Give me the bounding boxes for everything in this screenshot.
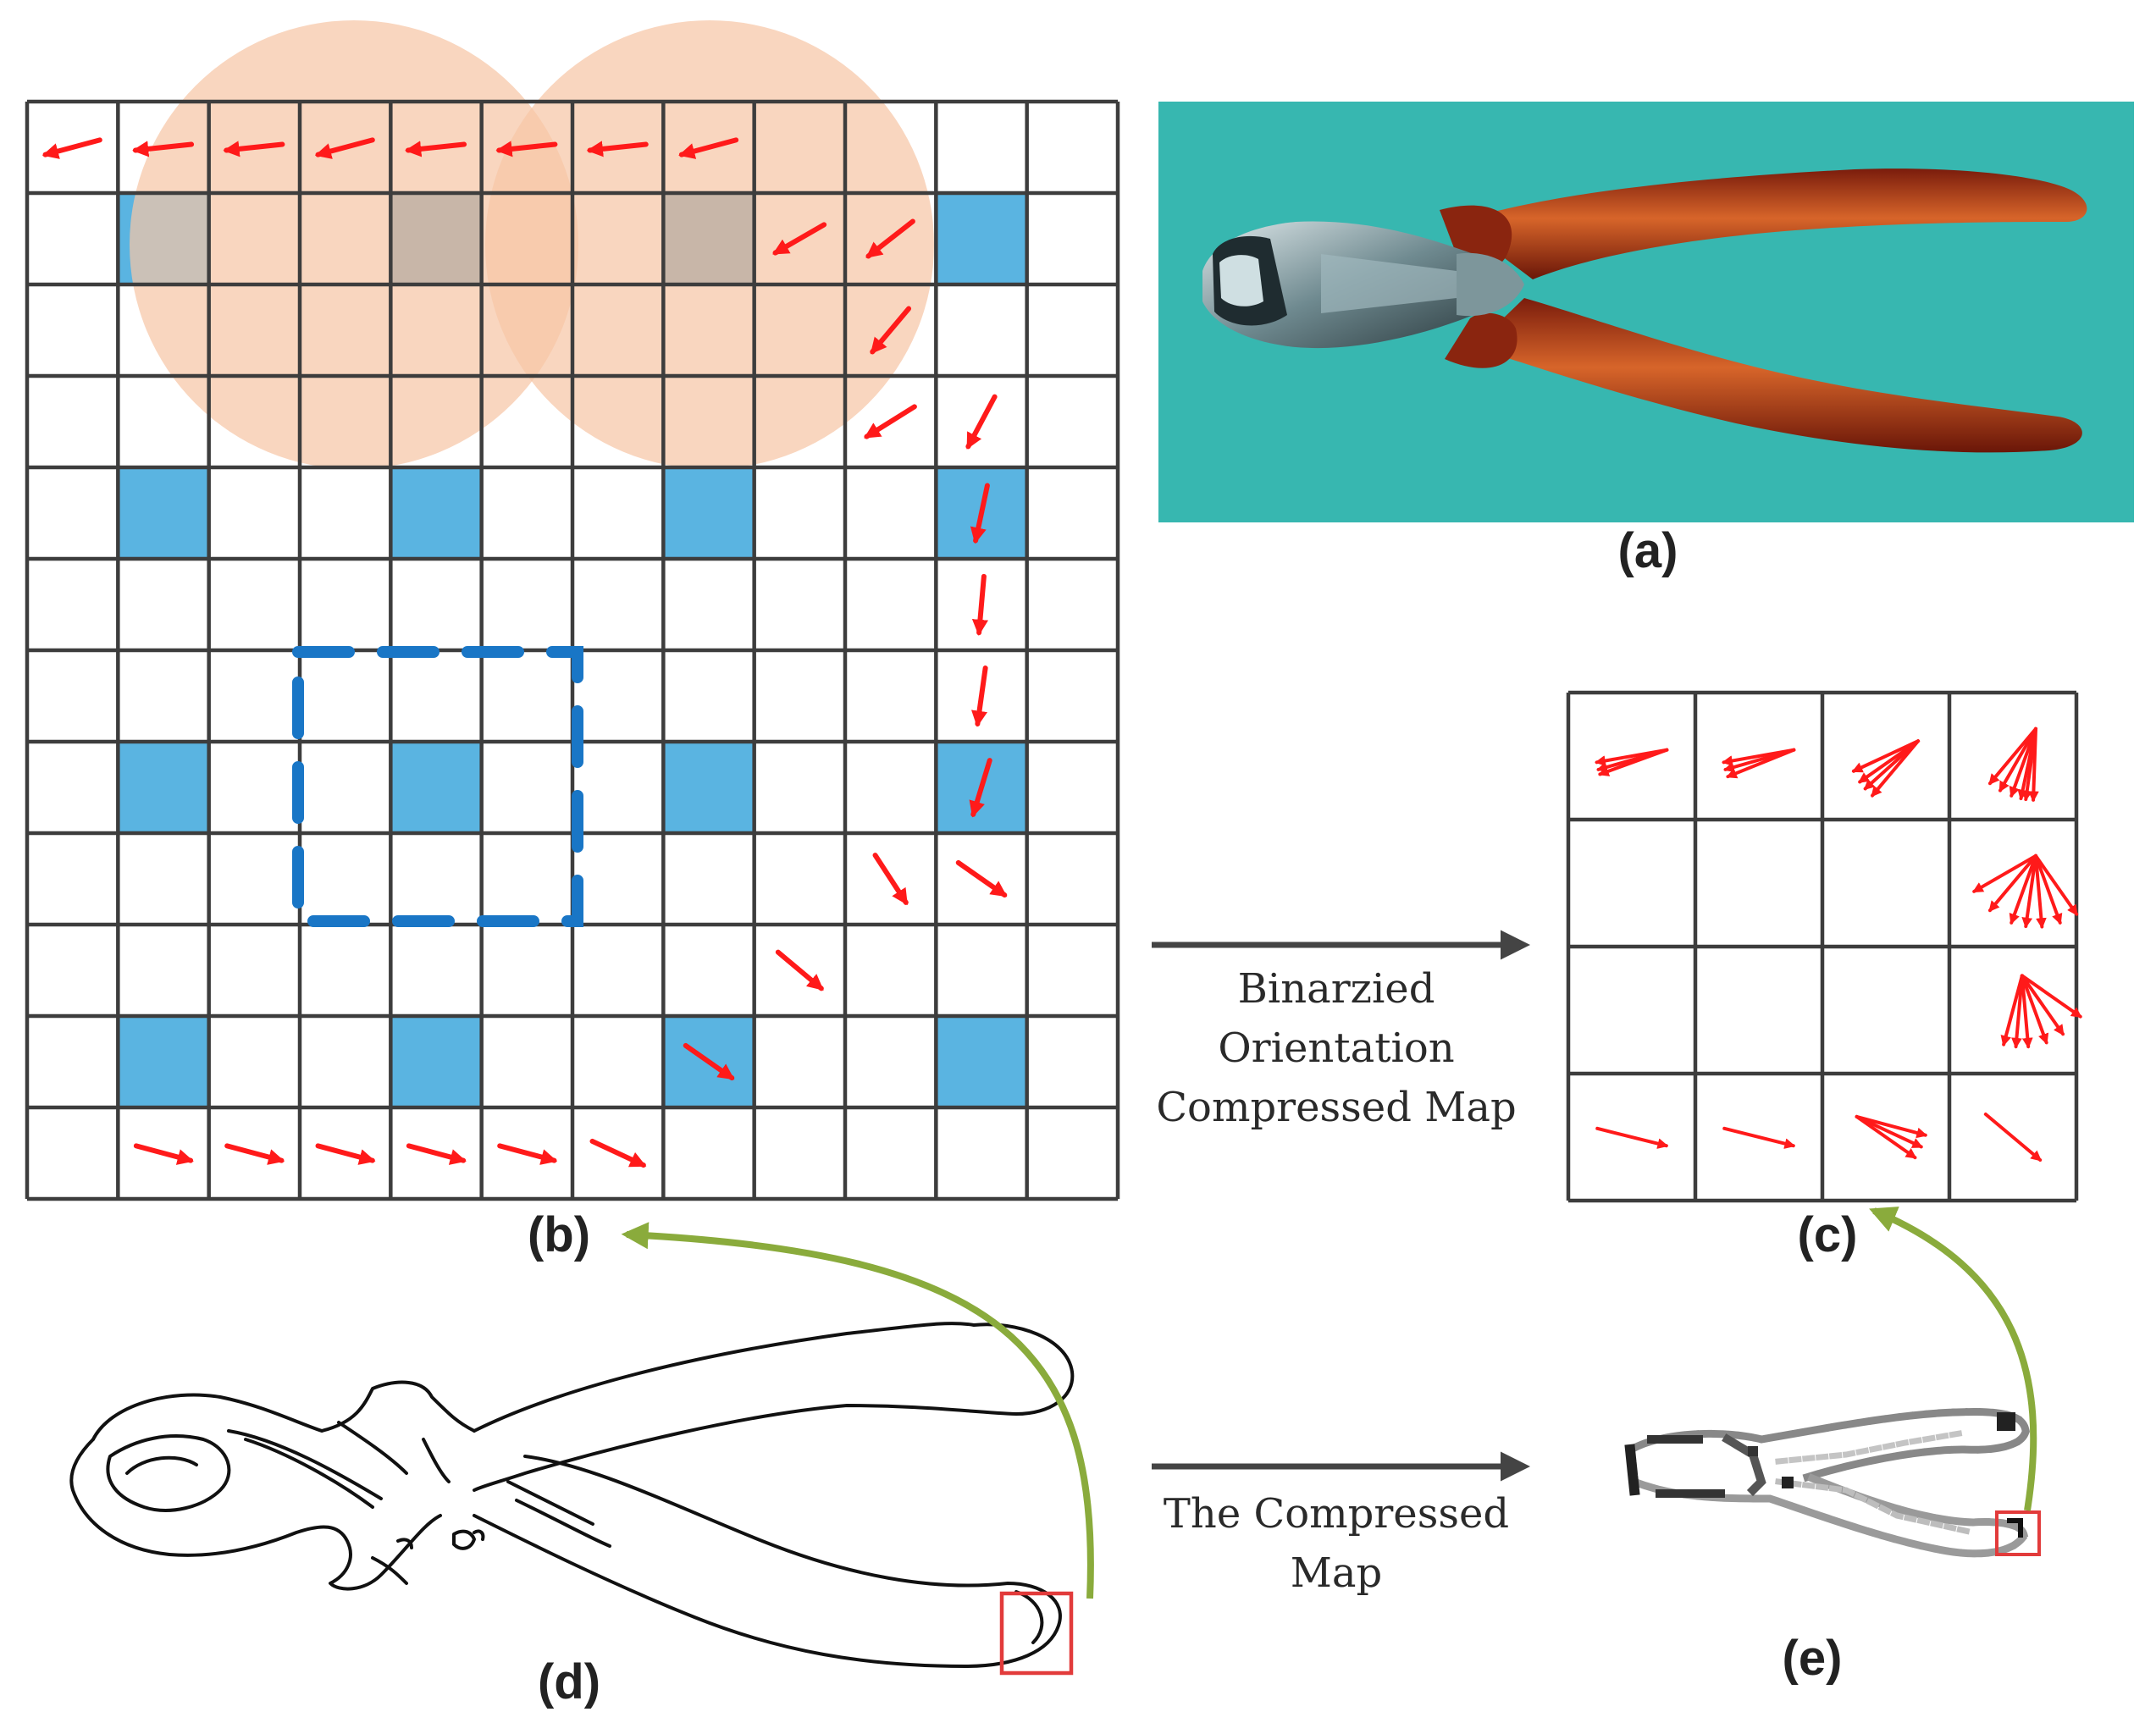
compressed-orientation-arrow [1598, 748, 1669, 776]
compressed-orientation-arrow [1855, 1114, 1917, 1160]
highlighted-cell [118, 742, 209, 833]
orientation-arrow [970, 483, 990, 544]
compressed-orientation-arrow [2033, 853, 2047, 930]
highlighted-cell [663, 742, 755, 833]
orientation-arrow [315, 1143, 376, 1165]
caption-compressed-line-1: The Compressed [1164, 1490, 1509, 1538]
orientation-arrow [678, 137, 739, 159]
pliers-photo [1202, 168, 2087, 453]
compressed-grid-lines [1566, 690, 2079, 1203]
orientation-arrow [955, 859, 1008, 898]
highlighted-cell [390, 1016, 482, 1107]
compressed-orientation-arrow [2009, 853, 2037, 925]
process-arrow-orientation: Binarzied Orientation Compressed Map [1152, 930, 1530, 1131]
neighborhood-circles [130, 20, 934, 469]
highlighted-cell [936, 193, 1027, 284]
mapping-curve-d-to-b [621, 1222, 1094, 1599]
highlight-box-edge [999, 1591, 1074, 1676]
compressed-orientation-arrow [2033, 853, 2063, 925]
compressed-orientation-arrow [1972, 853, 2037, 893]
pliers-photo-panel: (a) [1158, 102, 2134, 578]
orientation-arrow [870, 306, 912, 355]
caption-compressed-line-2: Map [1291, 1549, 1383, 1597]
edge-map-panel [69, 1322, 1075, 1668]
compressed-orientation-arrow [1855, 1114, 1924, 1149]
compressed-orientation-arrow [1988, 853, 2037, 913]
compressed-orientation-arrows [1595, 726, 2082, 1162]
compressed-orientation-arrow [1871, 739, 1921, 798]
compressed-pixel-map-panel [1624, 1408, 2030, 1558]
caption-orientation-line-3: Compressed Map [1156, 1084, 1516, 1131]
neighborhood-circle-left [130, 20, 578, 469]
orientation-arrow [872, 853, 909, 906]
highlighted-cell [118, 1016, 209, 1107]
compressed-orientation-arrow [1726, 748, 1796, 779]
orientation-arrow [969, 758, 992, 818]
compressed-orientation-arrow [2020, 974, 2049, 1045]
highlighted-cell [390, 742, 482, 833]
compressed-orientation-arrow [1855, 1114, 1928, 1139]
orientation-arrow [495, 141, 558, 157]
compressed-orientation-arrow [2020, 974, 2065, 1036]
compressed-orientation-arrow [1595, 1126, 1669, 1149]
highlighted-cell [663, 467, 755, 559]
caption-orientation-line-1: Binarzied [1238, 965, 1435, 1013]
orientation-arrows [41, 137, 1008, 1168]
compressed-orientation-arrow [2020, 974, 2033, 1049]
compressed-orientation-arrow [2000, 974, 2024, 1047]
orientation-arrow [965, 394, 998, 450]
caption-orientation-line-2: Orientation [1218, 1024, 1454, 1072]
panel-label-d: (d) [538, 1654, 600, 1709]
orientation-arrow [971, 665, 988, 727]
compressed-orientation-arrow [1851, 739, 1921, 773]
orientation-arrow [41, 137, 102, 159]
compressed-orientation-arrow [2033, 853, 2079, 916]
panel-label-c: (c) [1798, 1207, 1858, 1262]
highlighted-cell [390, 467, 482, 559]
highlighted-cell [118, 467, 209, 559]
compressed-orientation-grid-panel: (c) [1566, 690, 2082, 1262]
compressed-orientation-arrow [2020, 974, 2082, 1019]
dashed-square [292, 646, 583, 927]
highlight-box-compressed [1995, 1510, 2041, 1556]
orientation-arrow [775, 949, 824, 991]
orientation-arrow [865, 218, 915, 259]
orientation-grid-panel: (b) [25, 20, 1120, 1262]
orientation-arrow [406, 1143, 467, 1165]
orientation-arrow [314, 137, 375, 159]
compressed-orientation-arrow [1998, 726, 2037, 792]
orientation-arrow [586, 141, 649, 157]
compressed-orientation-arrow [2028, 726, 2039, 803]
compressed-orientation-arrow [2011, 974, 2024, 1049]
orientation-arrow [223, 141, 285, 157]
panel-label-e: (e) [1783, 1631, 1843, 1686]
orientation-arrow [772, 222, 827, 256]
orientation-arrow [497, 1143, 558, 1165]
compressed-orientation-arrow [1988, 726, 2037, 786]
compressed-orientation-arrow [1722, 1126, 1796, 1149]
compressed-orientation-arrow [2021, 853, 2037, 929]
neighborhood-circle-right [485, 20, 934, 469]
panel-label-b: (b) [528, 1207, 590, 1262]
orientation-arrow [589, 1138, 647, 1168]
orientation-arrow [133, 1143, 194, 1165]
orientation-arrow [864, 404, 917, 439]
mapping-curve-e-to-c [1869, 1207, 2037, 1511]
compressed-orientation-arrow [1983, 1113, 2043, 1162]
orientation-arrow [683, 1042, 735, 1081]
highlighted-cell [936, 1016, 1027, 1107]
panel-label-a: (a) [1618, 523, 1678, 578]
orientation-arrow [405, 141, 467, 157]
orientation-arrow [132, 141, 195, 157]
process-arrow-compressed: The Compressed Map [1152, 1451, 1530, 1597]
orientation-arrow [224, 1143, 285, 1165]
orientation-arrow [971, 573, 989, 636]
